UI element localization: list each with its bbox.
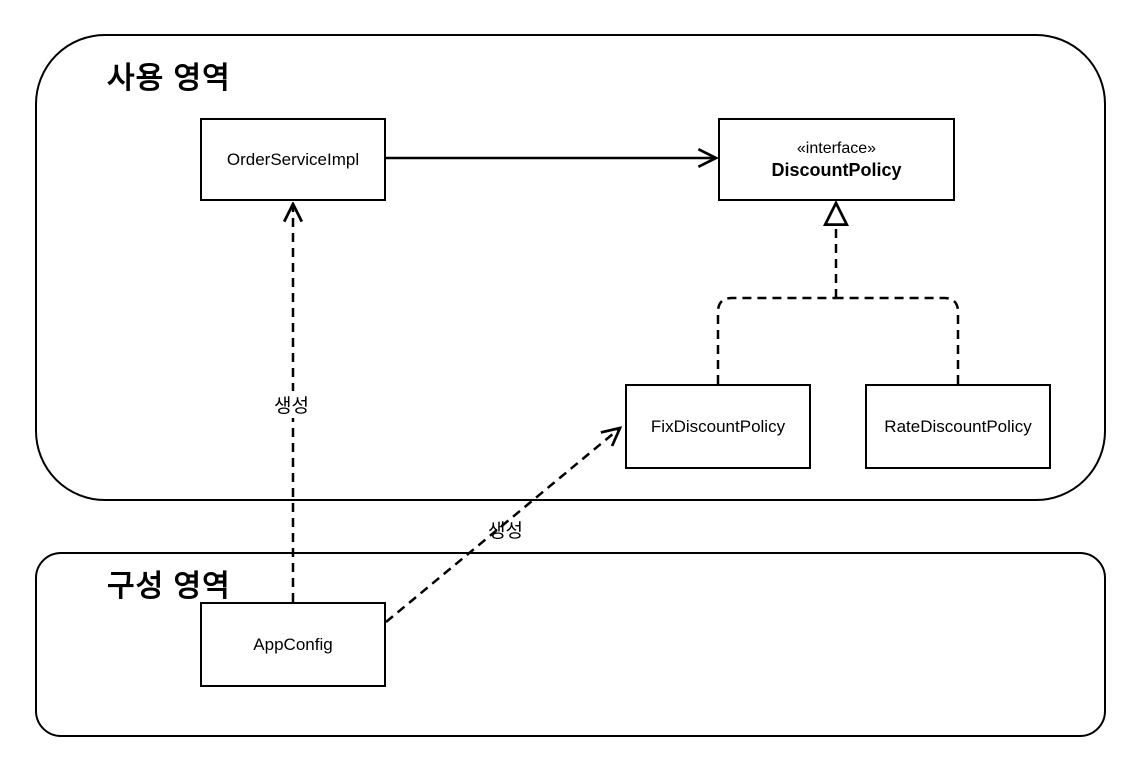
usage-region <box>35 34 1106 501</box>
config-region-title: 구성 영역 <box>107 570 231 603</box>
interface-stereotype: «interface» <box>796 139 877 157</box>
class-app-config[interactable]: AppConfig <box>200 602 386 687</box>
class-name: FixDiscountPolicy <box>650 416 786 436</box>
class-name: RateDiscountPolicy <box>884 416 1032 436</box>
class-name: AppConfig <box>253 634 333 654</box>
interface-name: DiscountPolicy <box>771 159 902 180</box>
class-rate-discount-policy[interactable]: RateDiscountPolicy <box>865 384 1051 469</box>
realization-connector-rate <box>836 296 960 384</box>
config-region <box>35 552 1106 737</box>
usage-region-title: 사용 영역 <box>107 62 231 95</box>
class-name: OrderServiceImpl <box>226 149 360 169</box>
edge-label-create-order: 생성 <box>272 391 311 418</box>
edge-label-create-fix: 생성 <box>488 521 523 542</box>
interface-discount-policy[interactable]: «interface» DiscountPolicy <box>718 118 955 201</box>
class-fix-discount-policy[interactable]: FixDiscountPolicy <box>625 384 811 469</box>
class-order-service-impl[interactable]: OrderServiceImpl <box>200 118 386 201</box>
realization-connector-fix <box>716 296 836 384</box>
create-arrow-appconfig-to-fix <box>385 428 620 623</box>
